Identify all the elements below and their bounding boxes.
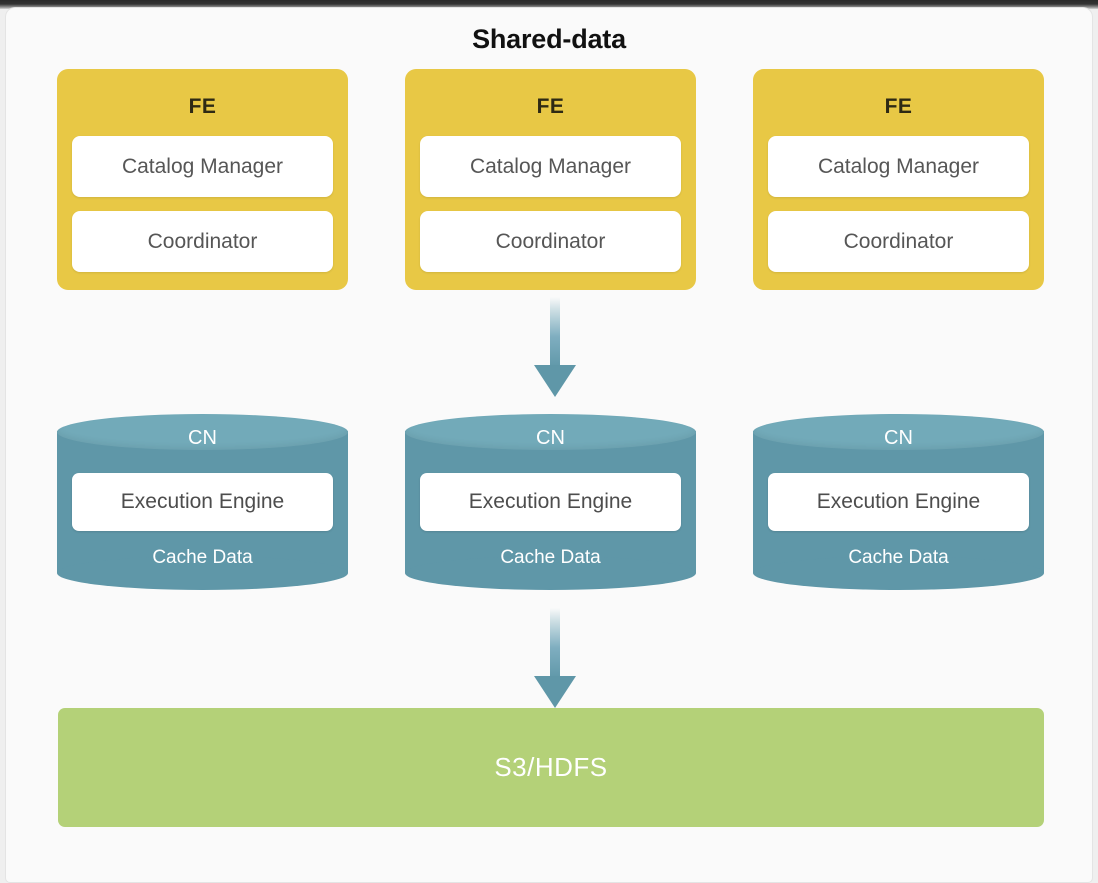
fe-component-coordinator[interactable]: Coordinator <box>420 211 681 272</box>
cn-component-execution-engine[interactable]: Execution Engine <box>72 473 333 531</box>
fe-to-cn-arrow <box>527 297 583 401</box>
storage-layer-label: S3/HDFS <box>494 752 608 782</box>
fe-node-label: FE <box>536 95 565 118</box>
cylinder-bottom <box>753 556 1044 590</box>
cylinder-top <box>405 414 696 450</box>
cn-component-execution-engine[interactable]: Execution Engine <box>768 473 1029 531</box>
cylinder-top <box>753 414 1044 450</box>
cn-to-storage-arrow <box>527 608 583 712</box>
cn-node-label: CN <box>536 427 565 449</box>
fe-component-coordinator[interactable]: Coordinator <box>768 211 1029 272</box>
cn-node-label: CN <box>188 427 217 449</box>
fe-component-catalog-manager[interactable]: Catalog Manager <box>72 136 333 197</box>
fe-node-label: FE <box>884 95 913 118</box>
cn-cache-data-label: Cache Data <box>848 547 949 568</box>
fe-component-catalog-manager[interactable]: Catalog Manager <box>768 136 1029 197</box>
diagram-title: Shared-data <box>472 24 626 54</box>
cn-component-execution-engine[interactable]: Execution Engine <box>420 473 681 531</box>
cylinder-bottom <box>57 556 348 590</box>
fe-node-2[interactable]: FE Catalog Manager Coordinator <box>405 69 696 290</box>
cn-cache-data-label: Cache Data <box>152 547 253 568</box>
cylinder-top <box>57 414 348 450</box>
fe-node-3[interactable]: FE Catalog Manager Coordinator <box>753 69 1044 290</box>
cn-node-1[interactable]: CN Execution Engine Cache Data <box>57 414 348 590</box>
cn-node-3[interactable]: CN Execution Engine Cache Data <box>753 414 1044 590</box>
storage-layer[interactable]: S3/HDFS <box>58 708 1044 827</box>
diagram-panel: Shared-data FE Catalog Manager Coordinat… <box>6 8 1092 882</box>
cylinder-bottom <box>405 556 696 590</box>
fe-node-label: FE <box>188 95 217 118</box>
fe-component-catalog-manager[interactable]: Catalog Manager <box>420 136 681 197</box>
fe-node-1[interactable]: FE Catalog Manager Coordinator <box>57 69 348 290</box>
fe-component-coordinator[interactable]: Coordinator <box>72 211 333 272</box>
cn-node-label: CN <box>884 427 913 449</box>
cn-cache-data-label: Cache Data <box>500 547 601 568</box>
cn-node-2[interactable]: CN Execution Engine Cache Data <box>405 414 696 590</box>
